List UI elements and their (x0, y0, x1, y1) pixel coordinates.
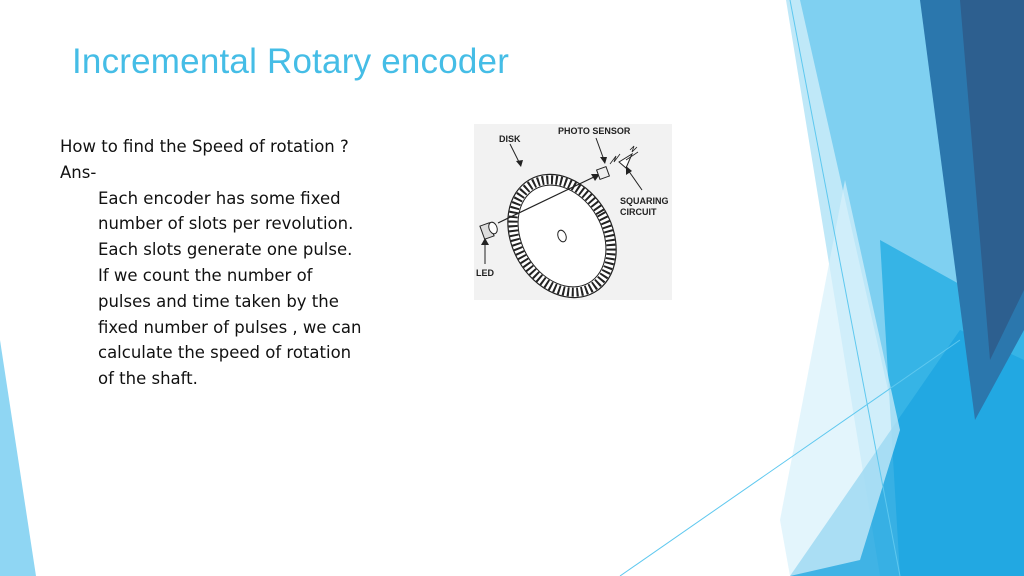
diagonal-line (619, 339, 961, 576)
answer-line: Each slots generate one pulse. (98, 240, 353, 260)
answer-line: If we count the number of (98, 265, 313, 285)
question-text: How to find the Speed of rotation ? (60, 137, 349, 156)
led-component (479, 221, 498, 240)
sensor-pointer-head (600, 157, 607, 164)
label-led: LED (476, 268, 495, 278)
photo-sensor-component (595, 145, 639, 181)
right-facet-pale (780, 180, 900, 576)
answer-line: calculate the speed of rotation (98, 343, 352, 363)
diagonal-line (789, 0, 901, 576)
answer-line: of the shaft. (98, 369, 198, 389)
answer-line: fixed number of pulses , we can (98, 317, 362, 337)
slide-title: Incremental Rotary encoder (72, 42, 510, 81)
light-beam-arrow (497, 175, 597, 224)
disk-pointer-head (516, 160, 523, 167)
answer-prefix: Ans- (60, 162, 97, 182)
label-circuit: CIRCUIT (620, 207, 657, 217)
encoder-figure: DISK PHOTO SENSOR SQUARING CIRCUIT LED (474, 124, 672, 300)
answer-line: number of slots per revolution. (98, 214, 354, 234)
label-squaring: SQUARING (620, 196, 669, 206)
label-disk: DISK (499, 134, 521, 144)
squaring-pointer-head (626, 166, 632, 175)
squaring-pointer (627, 169, 643, 191)
led-pointer-head (481, 238, 489, 245)
sensor-pointer (595, 137, 605, 161)
answer-line: pulses and time taken by the (98, 291, 339, 311)
light-beam-arrowhead (591, 174, 600, 181)
left-accent-shape (0, 340, 36, 576)
encoder-diagram: DISK PHOTO SENSOR SQUARING CIRCUIT LED (474, 124, 672, 300)
right-facet-navy (960, 0, 1024, 360)
body-text: How to find the Speed of rotation ? Ans-… (60, 134, 420, 392)
answer-line: Each encoder has some fixed (98, 188, 341, 208)
label-photo-sensor: PHOTO SENSOR (558, 126, 631, 136)
